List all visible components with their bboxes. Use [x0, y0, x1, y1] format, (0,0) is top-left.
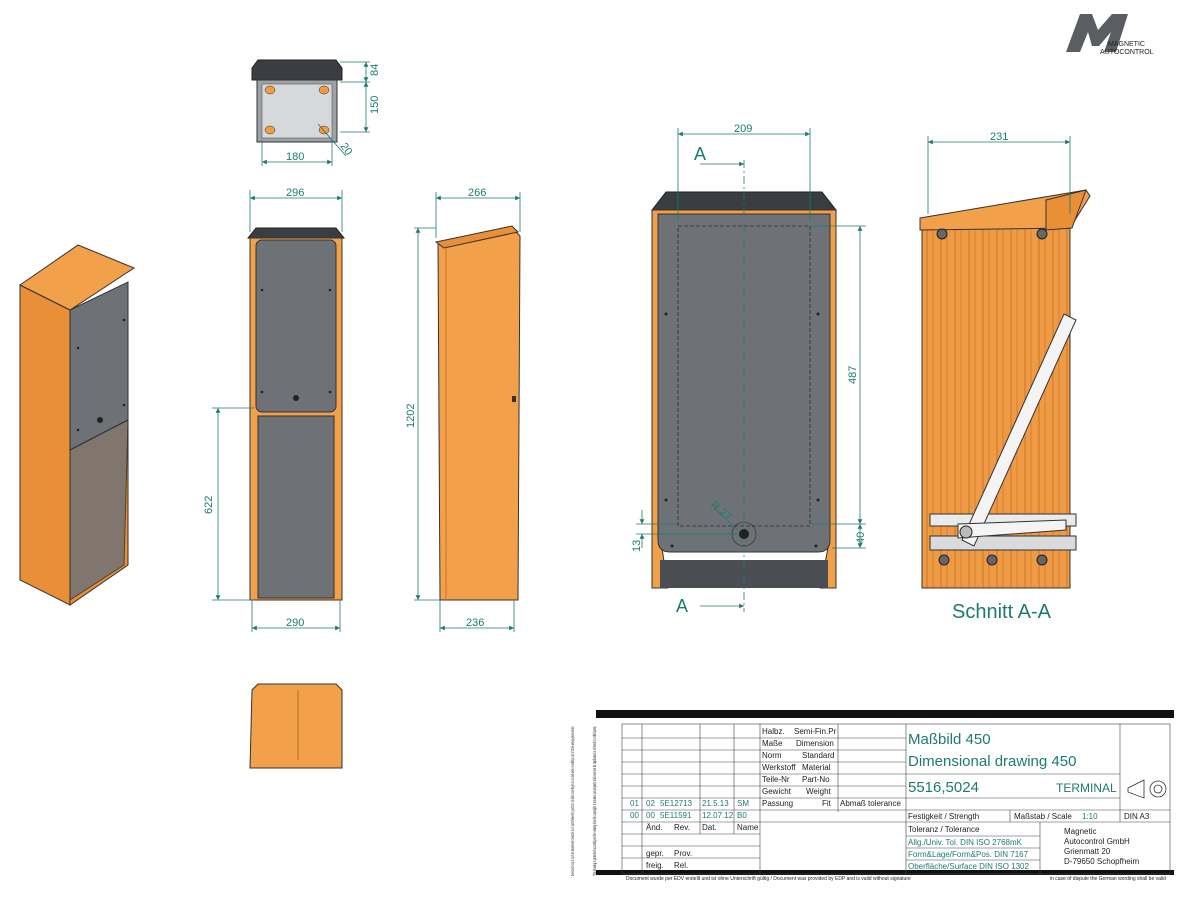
prop-2-de: Norm — [762, 751, 782, 760]
dim-231: 231 — [990, 131, 1008, 143]
dim-622: 622 — [203, 496, 215, 514]
strength-label: Festigkeit / Strength — [908, 812, 979, 821]
dim-40: 40 — [855, 532, 867, 544]
rev-0-a: 01 — [630, 799, 639, 808]
rev-header-dat: Dat. — [702, 823, 717, 832]
title-block: Maßbild 450 Dimensional drawing 450 5516… — [570, 710, 1174, 882]
prop-1-en: Dimension — [796, 739, 834, 748]
company-line-1: Autocontrol GmbH — [1064, 837, 1130, 846]
rev-1-d: 12.07.12 — [702, 811, 734, 820]
tolerance-3: Oberfläche/Surface DIN ISO 1302 — [908, 862, 1030, 871]
title-en: Dimensional drawing 450 — [908, 753, 1076, 770]
detail-view: 209 487 40 13 R 27 A A — [631, 123, 867, 616]
dim-209: 209 — [734, 123, 752, 135]
tolerance-label: Toleranz / Tolerance — [908, 825, 980, 834]
front-view: 296 622 290 — [203, 187, 346, 632]
rev-0-c: 5E12713 — [660, 799, 693, 808]
logo-line1: MAGNETIC — [1108, 41, 1145, 48]
rel-label: Rel. — [674, 861, 688, 870]
rev-1-c: 5E11591 — [660, 811, 692, 820]
company-line-2: Grienmatt 20 — [1064, 847, 1111, 856]
rev-header-rev: Rev. — [674, 823, 690, 832]
scale-value: 1:10 — [1082, 812, 1098, 821]
prop-4-en: Part-No — [802, 775, 830, 784]
company-logo: MAGNETIC AUTOCONTROL — [1066, 14, 1154, 56]
prop-4-de: Teile-Nr — [762, 775, 790, 784]
dim-266: 266 — [468, 187, 486, 199]
dim-84: 84 — [369, 64, 381, 76]
tolerance-1: Allg./Univ. Tol. DIN ISO 2768mK — [908, 838, 1023, 847]
product-name: TERMINAL — [1056, 781, 1117, 795]
isometric-view — [19, 244, 136, 606]
prop-0-en: Semi-Fin.Pr — [794, 727, 837, 736]
scale-label: Maßstab / Scale — [1014, 812, 1072, 821]
section-view: 231 Schnitt A-A — [919, 131, 1091, 623]
bottom-view — [249, 683, 343, 769]
projection-symbol — [1127, 779, 1167, 799]
copyright-note-de: Diese Zeichnung ist nach den bestehenden… — [570, 726, 575, 876]
prop-2-en: Standard — [802, 751, 834, 760]
section-mark-top: A — [694, 144, 706, 164]
rev-1-e: B0 — [737, 811, 747, 820]
dim-236: 236 — [466, 617, 484, 629]
dim-1202: 1202 — [405, 404, 417, 428]
tolerance-2: Form&Lage/Form&Pos. DIN 7167 — [908, 850, 1029, 859]
side-view: 266 1202 236 — [405, 187, 521, 632]
prop-6-de: Passung — [762, 799, 793, 808]
dim-487: 487 — [847, 366, 859, 384]
prop-1-de: Maße — [762, 739, 783, 748]
prop-3-de: Werkstoff — [762, 763, 796, 772]
prop-5-de: Gewicht — [762, 787, 792, 796]
title-de: Maßbild 450 — [908, 731, 991, 748]
prop-3-en: Material — [802, 763, 831, 772]
released-label: freig. — [646, 861, 664, 870]
prop-6-en: Fit — [822, 799, 832, 808]
dim-150: 150 — [369, 96, 381, 114]
paper-format: DIN A3 — [1124, 812, 1150, 821]
section-title: Schnitt A-A — [952, 601, 1052, 623]
rev-header-name: Name — [737, 823, 759, 832]
top-view: 84 150 180 20 — [251, 59, 381, 166]
logo-line2: AUTOCONTROL — [1100, 49, 1154, 56]
copyright-note-en: This drawing is protected according to t… — [592, 726, 597, 876]
abmass-tolerance: Abmaß tolerance — [840, 799, 901, 808]
dim-296: 296 — [286, 187, 304, 199]
dim-20: 20 — [338, 141, 355, 158]
rev-1-a: 00 — [630, 811, 639, 820]
footer-left: Document wurde per EDV erstellt und ist … — [626, 876, 911, 882]
section-mark-bottom: A — [676, 596, 688, 616]
prop-0-de: Halbz. — [762, 727, 785, 736]
rev-1-b: 00 — [646, 811, 655, 820]
rev-0-e: SM — [737, 799, 749, 808]
dim-13: 13 — [631, 540, 643, 552]
rev-header-aend: Änd. — [646, 823, 662, 832]
prov-label: Prov. — [674, 849, 692, 858]
footer-right: in case of dispute the German wording sh… — [1050, 876, 1166, 882]
rev-0-b: 02 — [646, 799, 655, 808]
drawing-number: 5516,5024 — [908, 779, 979, 796]
dim-290: 290 — [286, 617, 304, 629]
dim-180: 180 — [286, 151, 304, 163]
company-line-3: D-79650 Schopfheim — [1064, 857, 1139, 866]
company-line-0: Magnetic — [1064, 827, 1096, 836]
prop-5-en: Weight — [806, 787, 832, 796]
checked-label: gepr. — [646, 849, 664, 858]
rev-0-d: 21.5.13 — [702, 799, 729, 808]
